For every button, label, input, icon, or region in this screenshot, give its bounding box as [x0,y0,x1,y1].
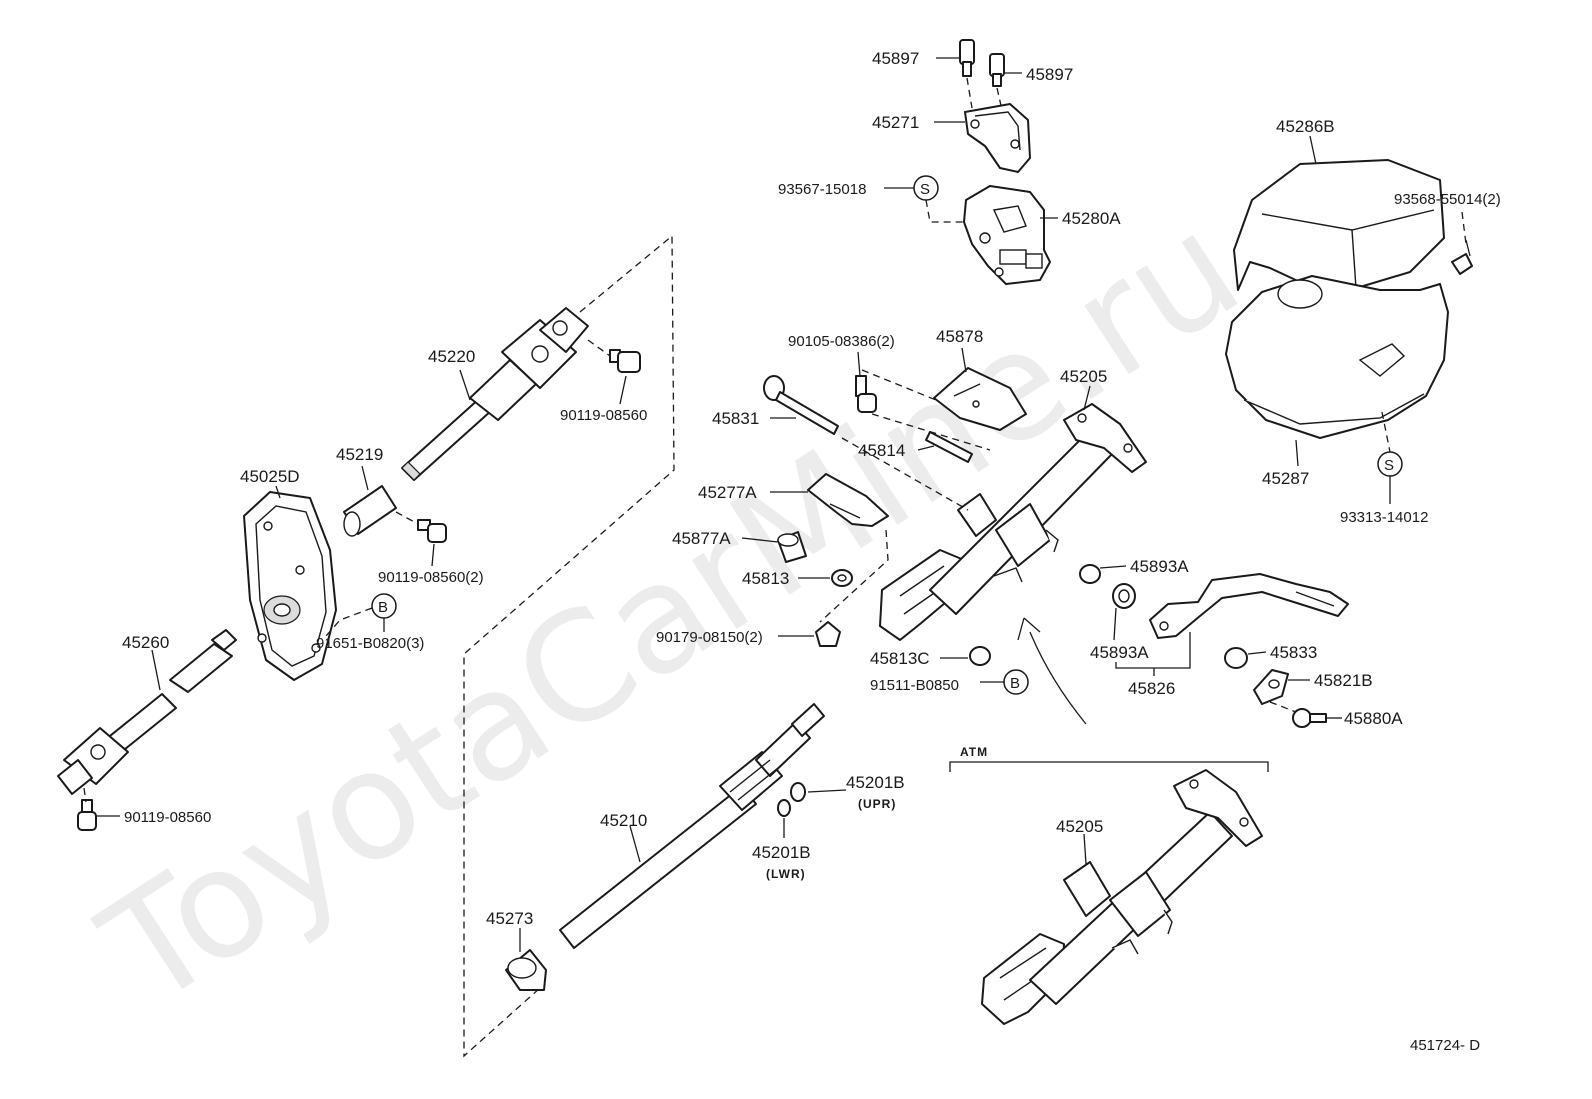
part-45878-bracket [933,367,1027,431]
label-45205-atm: 45205 [1056,817,1103,836]
label-45878: 45878 [936,327,983,346]
label-45201B-lwr: 45201B [752,843,811,862]
label-45220: 45220 [428,347,475,366]
direction-arrow [1017,617,1087,725]
part-45201B-lower-ring [777,799,791,817]
label-45286B: 45286B [1276,117,1335,136]
label-91651-B0820: 91651-B0820(3) [316,635,424,652]
label-45813C: 45813C [870,649,930,668]
bolt-45897-left [959,39,975,77]
label-45201B-upr: 45201B [846,773,905,792]
label-91511-B0850: 91511-B0850 [870,677,959,694]
part-45893A-nut-a [1079,564,1101,584]
label-45880A: 45880A [1344,709,1403,728]
part-45025D-dust-boot [243,491,337,681]
part-45813-nut [831,569,853,587]
label-45280A: 45280A [1062,209,1121,228]
part-45273-bushing [505,949,547,991]
label-93313-14012: 93313-14012 [1340,509,1428,526]
part-45205-atm-column [981,769,1263,1025]
part-45880A-screw [1292,708,1327,728]
label-45260: 45260 [122,633,169,652]
part-90179-nut [815,621,841,647]
label-45273: 45273 [486,909,533,928]
label-45205-main: 45205 [1060,367,1107,386]
part-45814-pin [925,431,973,463]
label-93567-15018: 93567-15018 [778,181,866,198]
part-45260-lower-shaft [57,629,237,795]
part-45826-lever [1149,573,1349,639]
label-45826: 45826 [1128,679,1175,698]
label-90119-08560-c: 90119-08560 [124,809,211,826]
part-45833-nut [1224,647,1248,669]
part-45813C-collar [969,646,991,666]
part-45877A-bushing [777,531,807,563]
label-90179-08150: 90179-08150(2) [656,629,763,646]
callout-b-center [1003,669,1029,695]
label-45201B-lwr-sub: (LWR) [766,867,806,881]
label-45877A: 45877A [672,529,731,548]
bolt-45897-right [989,53,1005,87]
part-45201B-upper-ring [790,782,806,802]
part-45286B-upper-cover [1233,159,1445,291]
part-45287-lower-cover [1225,275,1449,439]
label-45201B-upr-sub: (UPR) [858,797,896,811]
atm-section-bracket [949,761,1269,772]
label-45897-left: 45897 [872,49,919,68]
part-45219-coupling [343,485,397,537]
part-45271-clamp [964,103,1031,173]
label-45831: 45831 [712,409,759,428]
bolt-90119-middle [417,519,447,543]
drawing-number: 451724- D [1410,1037,1480,1054]
bolt-90105 [855,375,877,413]
callout-b-center-letter: B [1010,675,1020,692]
callout-s-top-letter: S [920,181,930,198]
label-45210: 45210 [600,811,647,830]
label-45893A-a: 45893A [1130,557,1189,576]
label-45821B: 45821B [1314,671,1373,690]
label-90119-08560-a: 90119-08560 [560,407,647,424]
bolt-90119-upper [609,349,641,373]
label-45271: 45271 [872,113,919,132]
screw-93568 [1451,239,1473,275]
callout-b-left-letter: B [378,599,388,616]
label-45893A-b: 45893A [1090,643,1149,662]
label-45025D: 45025D [240,467,300,486]
part-45277A-bracket [807,473,889,527]
label-93568-55014: 93568-55014(2) [1394,191,1501,208]
part-45821B-clip [1253,669,1289,705]
label-45814: 45814 [858,441,905,460]
atm-section-label: ATM [960,745,988,759]
label-45833: 45833 [1270,643,1317,662]
callout-s-right-letter: S [1384,457,1394,474]
part-45831-bolt [763,375,839,435]
label-45219: 45219 [336,445,383,464]
dashed-outline-shaft [463,234,675,1058]
label-45287: 45287 [1262,469,1309,488]
part-45210-main-shaft [559,703,825,949]
label-45277A: 45277A [698,483,757,502]
label-45813: 45813 [742,569,789,588]
bolt-90119-lower [77,799,97,831]
part-45280A-ignition-lock [963,185,1051,285]
label-90119-08560-2: 90119-08560(2) [378,569,484,586]
bracket-45826 [1115,632,1191,669]
part-45220-intermediate-shaft [401,307,589,481]
label-45897-right: 45897 [1026,65,1073,84]
part-45893A-nut-b [1112,583,1136,609]
part-45205-column-assembly [879,403,1147,641]
label-90105-08386: 90105-08386(2) [788,333,895,350]
